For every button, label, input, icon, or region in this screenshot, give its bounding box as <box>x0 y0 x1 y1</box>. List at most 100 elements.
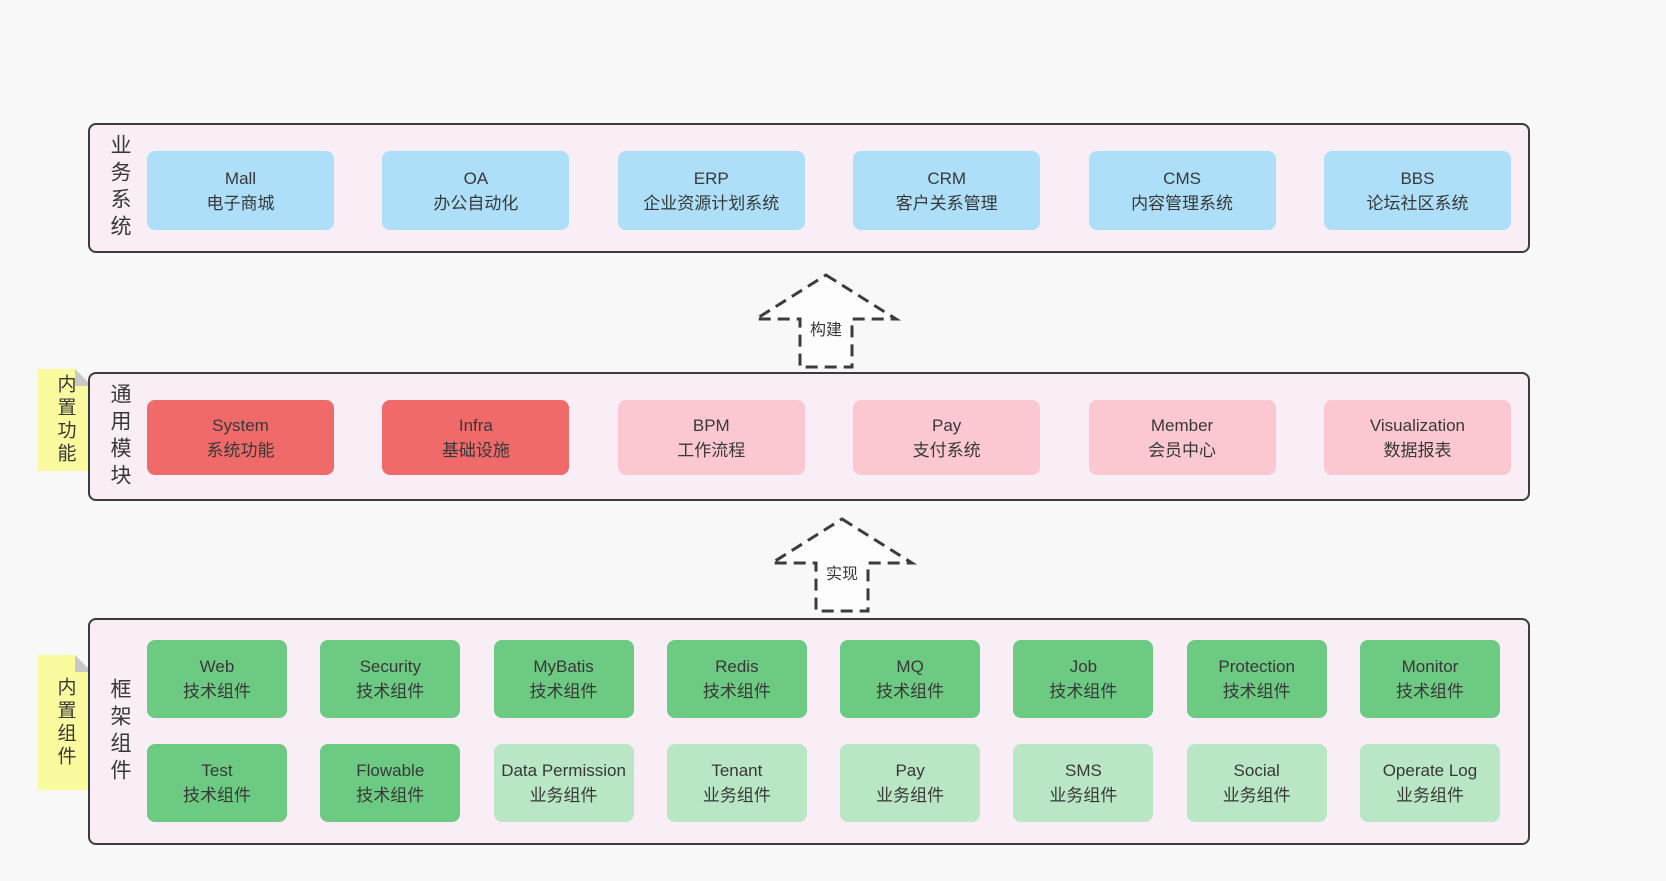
box-pay: Pay 业务组件 <box>840 744 981 822</box>
box-test: Test 技术组件 <box>147 744 287 822</box>
box-title: BPM <box>692 415 730 435</box>
box-cms: CMS 内容管理系统 <box>1088 151 1276 230</box>
box-subtitle: 办公自动化 <box>433 193 519 213</box>
box-title: MQ <box>896 657 924 676</box>
box-title: ERP <box>693 168 729 188</box>
box-title: Test <box>201 761 233 780</box>
sticky-note-label: 内置功能 <box>54 374 76 466</box>
box-subtitle: 基础设施 <box>441 440 510 460</box>
box-security: Security 技术组件 <box>320 640 461 718</box>
box-title: Flowable <box>356 761 425 780</box>
box-title: System <box>212 415 269 435</box>
box-title: Operate Log <box>1382 761 1478 780</box>
box-social: Social 业务组件 <box>1186 744 1327 822</box>
box-operate-log: Operate Log 业务组件 <box>1359 744 1500 822</box>
box-oa: OA 办公自动化 <box>382 151 570 230</box>
box-bpm: BPM 工作流程 <box>617 400 805 475</box>
box-title: Visualization <box>1369 415 1466 435</box>
sticky-note-label: 内置组件 <box>54 676 76 769</box>
box-subtitle: 工作流程 <box>677 440 746 460</box>
layer-label: 框架组件 <box>108 677 131 786</box>
box-title: Security <box>359 657 421 676</box>
box-subtitle: 技术组件 <box>702 682 771 701</box>
box-data-permission: Data Permission 业务组件 <box>493 744 634 822</box>
box-mybatis: MyBatis 技术组件 <box>493 640 634 718</box>
box-title: Pay <box>895 761 925 780</box>
implement-arrow: 实现 <box>767 516 917 614</box>
box-title: Pay <box>932 415 962 435</box>
box-monitor: Monitor 技术组件 <box>1359 640 1500 718</box>
box-subtitle: 技术组件 <box>356 682 425 701</box>
box-title: Redis <box>715 657 759 676</box>
box-pay: Pay 支付系统 <box>853 400 1041 475</box>
sticky-note-builtin-components: 内置组件 <box>38 655 92 790</box>
box-title: MyBatis <box>533 657 594 676</box>
box-subtitle: 业务组件 <box>876 786 945 805</box>
box-row: Mall 电子商城 OA 办公自动化 ERP 企业资源计划系统 CRM 客户关系管理 CMS 内容… <box>147 151 1511 230</box>
box-subtitle: 业务组件 <box>702 786 771 805</box>
box-title: Infra <box>458 415 493 435</box>
box-subtitle: 技术组件 <box>529 682 598 701</box>
box-subtitle: 支付系统 <box>912 440 981 460</box>
box-mq: MQ 技术组件 <box>840 640 981 718</box>
box-tenant: Tenant 业务组件 <box>666 744 807 822</box>
box-visualization: Visualization 数据报表 <box>1323 400 1511 475</box>
box-subtitle: 技术组件 <box>876 682 945 701</box>
box-title: CMS <box>1163 168 1201 188</box>
box-bbs: BBS 论坛社区系统 <box>1323 151 1511 230</box>
box-sms: SMS 业务组件 <box>1013 744 1154 822</box>
box-title: CRM <box>927 168 967 188</box>
sticky-note-builtin-features: 内置功能 <box>38 369 92 471</box>
box-subtitle: 技术组件 <box>1395 682 1464 701</box>
box-protection: Protection 技术组件 <box>1186 640 1327 718</box>
box-subtitle: 业务组件 <box>1395 786 1464 805</box>
box-subtitle: 技术组件 <box>183 786 251 805</box>
box-subtitle: 内容管理系统 <box>1131 193 1234 213</box>
box-subtitle: 电子商城 <box>206 193 275 213</box>
box-subtitle: 技术组件 <box>1049 682 1118 701</box>
box-title: Protection <box>1218 657 1295 676</box>
box-subtitle: 论坛社区系统 <box>1366 193 1469 213</box>
box-subtitle: 业务组件 <box>529 786 598 805</box>
box-subtitle: 技术组件 <box>183 682 251 701</box>
box-system: System 系统功能 <box>147 400 334 475</box>
box-subtitle: 技术组件 <box>356 786 425 805</box>
box-infra: Infra 基础设施 <box>382 400 570 475</box>
box-subtitle: 客户关系管理 <box>895 193 998 213</box>
build-arrow: 构建 <box>751 272 901 370</box>
box-title: Social <box>1233 761 1280 780</box>
box-erp: ERP 企业资源计划系统 <box>617 151 805 230</box>
box-title: Member <box>1150 415 1214 435</box>
layer-label: 业务系统 <box>108 134 131 242</box>
box-web: Web 技术组件 <box>147 640 287 718</box>
box-subtitle: 技术组件 <box>1222 682 1291 701</box>
box-flowable: Flowable 技术组件 <box>320 744 461 822</box>
box-subtitle: 系统功能 <box>206 440 275 460</box>
box-redis: Redis 技术组件 <box>666 640 807 718</box>
box-row: System 系统功能 Infra 基础设施 BPM 工作流程 Pay 支付系统 Member 会… <box>147 400 1511 475</box>
layer-business-systems: 业务系统 Mall 电子商城 OA 办公自动化 ERP 企业资源计划系统 CRM 客户关系管理… <box>88 123 1530 253</box>
box-subtitle: 数据报表 <box>1383 440 1452 460</box>
box-title: Data Permission <box>501 761 626 780</box>
box-title: OA <box>463 168 489 188</box>
build-arrow-label: 构建 <box>806 316 846 340</box>
box-title: BBS <box>1400 168 1435 188</box>
box-member: Member 会员中心 <box>1088 400 1276 475</box>
box-title: SMS <box>1064 761 1102 780</box>
box-title: Tenant <box>711 761 763 780</box>
layer-common-modules: 通用模块 System 系统功能 Infra 基础设施 BPM 工作流程 Pay 支付系统 Me… <box>88 372 1530 501</box>
box-title: Monitor <box>1401 657 1459 676</box>
box-title: Mall <box>224 168 257 188</box>
box-subtitle: 企业资源计划系统 <box>643 193 780 213</box>
implement-arrow-label: 实现 <box>822 560 862 584</box>
box-subtitle: 业务组件 <box>1222 786 1291 805</box>
box-mall: Mall 电子商城 <box>147 151 334 230</box>
box-title: Web <box>199 657 235 676</box>
layer-label: 通用模块 <box>108 382 131 491</box>
box-subtitle: 业务组件 <box>1049 786 1118 805</box>
box-subtitle: 会员中心 <box>1148 440 1217 460</box>
box-title: Job <box>1069 657 1098 676</box>
